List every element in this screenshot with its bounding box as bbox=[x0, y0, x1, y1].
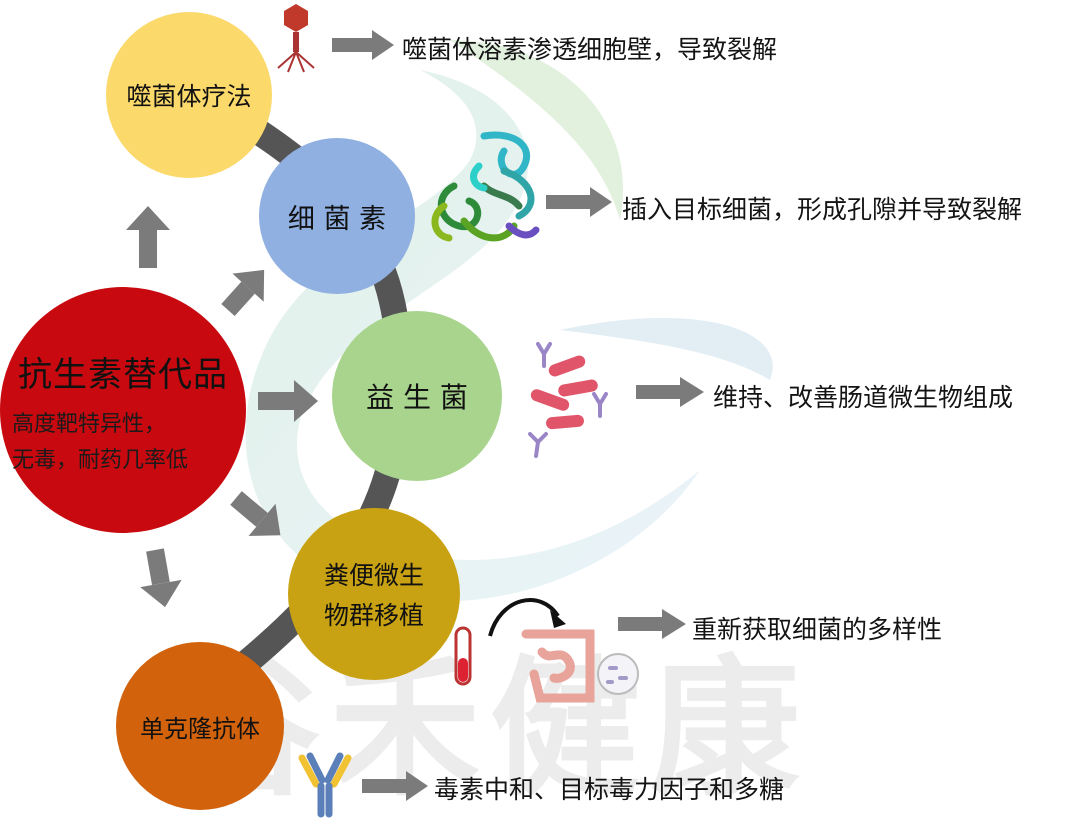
swirl-logo-leaf bbox=[450, 40, 624, 220]
center-node: 抗生素替代品 高度靶特异性， 无毒，耐药几率低 bbox=[0, 287, 246, 533]
protein-structure-icon bbox=[431, 131, 540, 242]
arrow-desc-1 bbox=[332, 30, 394, 60]
arrow-to-fmt bbox=[230, 491, 281, 536]
center-title: 抗生素替代品 bbox=[18, 354, 228, 395]
arrow-to-bacteriocin bbox=[221, 269, 265, 317]
description-antibody: 毒素中和、目标毒力因子和多糖 bbox=[434, 775, 785, 804]
description-fmt: 重新获取细菌的多样性 bbox=[692, 615, 943, 644]
bacteriophage-icon bbox=[277, 4, 315, 73]
node-fmt: 粪便微生 物群移植 bbox=[288, 508, 460, 680]
arrow-desc-3 bbox=[636, 377, 704, 407]
description-probiotics: 维持、改善肠道微生物组成 bbox=[713, 383, 1014, 412]
arrow-desc-5 bbox=[362, 771, 428, 801]
arrow-to-phage bbox=[126, 206, 170, 268]
fmt-illustration bbox=[454, 598, 639, 703]
node-phage-therapy-label: 噬菌体疗法 bbox=[126, 82, 252, 111]
bacteria-icon bbox=[528, 342, 608, 458]
node-monoclonal-antibody-label: 单克隆抗体 bbox=[140, 714, 260, 743]
node-phage-therapy: 噬菌体疗法 bbox=[106, 12, 272, 178]
node-probiotics: 益 生 菌 bbox=[332, 311, 502, 481]
intestine-icon bbox=[521, 629, 595, 703]
node-monoclonal-antibody: 单克隆抗体 bbox=[116, 642, 284, 810]
node-fmt-label-1: 粪便微生 bbox=[323, 561, 424, 590]
arrow-to-probiotics bbox=[258, 380, 318, 422]
description-bacteriocin: 插入目标细菌，形成孔隙并导致裂解 bbox=[622, 195, 1023, 224]
test-tube-icon bbox=[454, 626, 472, 686]
petri-dish-icon bbox=[597, 653, 639, 695]
arrow-desc-2 bbox=[546, 187, 612, 217]
description-phage: 噬菌体溶素渗透细胞壁，导致裂解 bbox=[402, 35, 778, 64]
swirl-logo-arc bbox=[560, 318, 773, 380]
antibody-icon bbox=[298, 752, 352, 818]
center-subtitle-1: 高度靶特异性， bbox=[12, 411, 167, 437]
curved-arrow-icon bbox=[488, 598, 560, 637]
arrow-to-antibody bbox=[140, 548, 182, 608]
node-fmt-label-2: 物群移植 bbox=[323, 601, 424, 630]
node-bacteriocin: 细 菌 素 bbox=[259, 138, 415, 294]
node-bacteriocin-label: 细 菌 素 bbox=[287, 203, 387, 235]
center-subtitle-2: 无毒，耐药几率低 bbox=[12, 447, 189, 473]
node-probiotics-label: 益 生 菌 bbox=[366, 381, 468, 414]
arrow-desc-4 bbox=[618, 609, 686, 639]
